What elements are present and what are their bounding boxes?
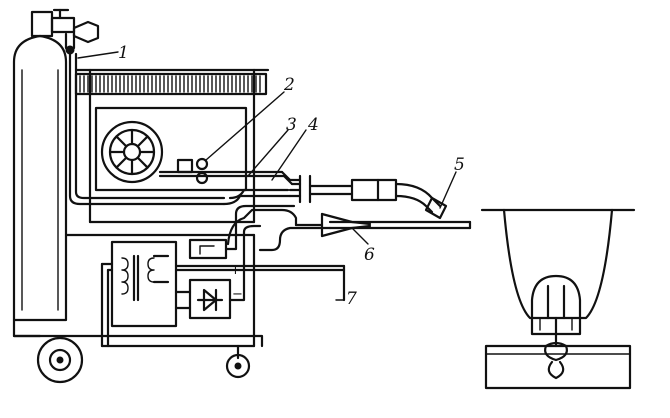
label-7: 7 [346,289,357,309]
gas-hose [68,52,226,206]
transformer-box [110,240,178,328]
label-5: 5 [454,155,465,175]
spool-spoke [115,135,128,148]
hose-bundle [158,170,302,206]
mains-cable [174,264,346,302]
label-2: 2 [283,75,295,95]
ground-cable [226,208,332,252]
welding-torch [350,178,448,220]
label-4: 4 [307,115,319,135]
spool-spoke [115,156,128,169]
spool-spoke [136,135,149,148]
large-wheel [36,336,84,384]
ground-clamp [294,212,372,238]
cabinet-roof [74,72,268,96]
wire-spool [100,120,164,184]
minus-sign: − [232,287,243,302]
label-6: 6 [364,245,375,265]
rectifier-box [174,278,232,320]
shunt-box [188,238,228,260]
workpiece [328,220,472,230]
torch-cable [288,174,354,204]
label-3: 3 [286,115,297,135]
leader-lines [77,51,457,301]
small-wheel [225,344,251,379]
gas-cylinder [12,10,68,322]
wire-feeder-compartment [94,106,248,192]
label-1: 1 [118,43,129,63]
gas-regulator [50,8,100,55]
internal-wiring [100,204,296,348]
spool-spoke [136,156,149,169]
detail-view [480,208,636,390]
cart-frame [12,68,270,348]
